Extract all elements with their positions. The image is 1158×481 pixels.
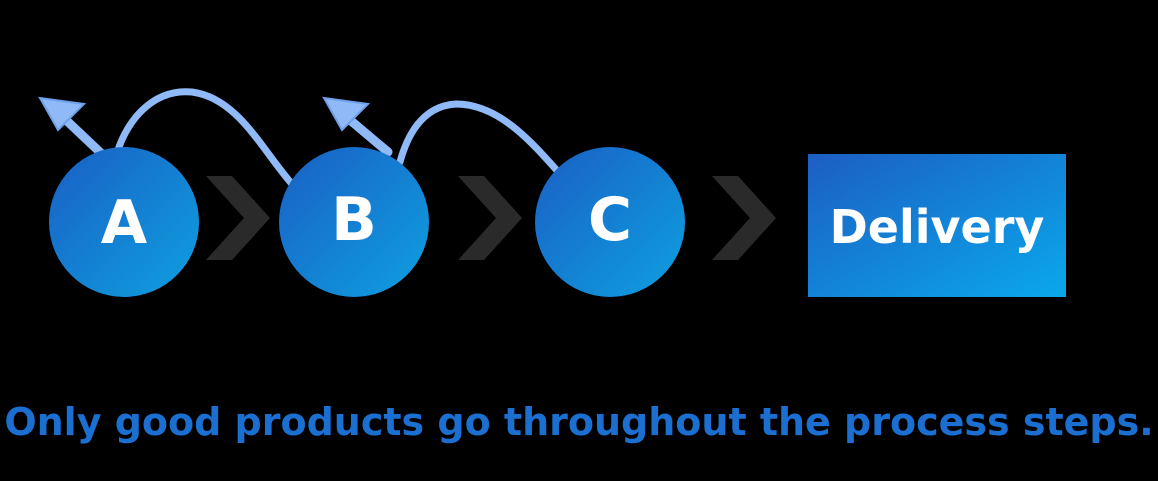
- chevron-arrow-ab: [206, 176, 270, 260]
- step-node-a: A: [49, 147, 199, 297]
- step-node-c: C: [535, 147, 685, 297]
- step-label-b: B: [331, 185, 377, 255]
- step-label-c: C: [588, 185, 632, 255]
- delivery-box: Delivery: [808, 154, 1066, 297]
- delivery-label: Delivery: [830, 200, 1045, 254]
- chevron-arrow-c-delivery: [712, 176, 776, 260]
- chevron-arrow-bc: [458, 176, 522, 260]
- rework-arrow-b-to-a: [38, 88, 296, 188]
- rework-arrow-c-to-b: [322, 96, 564, 178]
- step-label-a: A: [101, 188, 148, 258]
- caption-text: Only good products go throughout the pro…: [4, 400, 1154, 444]
- step-node-b: B: [279, 147, 429, 297]
